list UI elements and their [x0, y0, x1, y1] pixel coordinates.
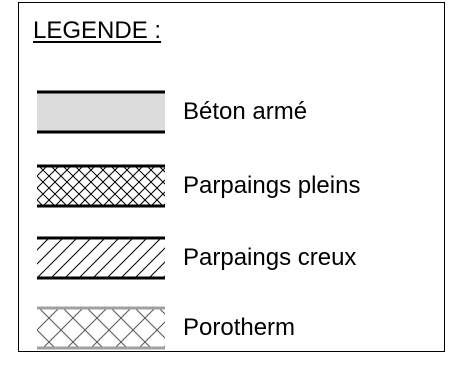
- legend-box: LEGENDE : Béton armé Parpaings pleins: [18, 2, 445, 352]
- legend-item-parpaings-pleins: Parpaings pleins: [19, 164, 444, 214]
- legend-label-porotherm: Porotherm: [183, 314, 296, 341]
- legend-item-parpaings-creux: Parpaings creux: [19, 236, 444, 286]
- legend-item-porotherm: Porotherm: [19, 306, 444, 356]
- porotherm-hatch: [37, 309, 165, 347]
- legend-label-beton-arme: Béton armé: [183, 98, 308, 125]
- legend-label-parpaings-creux: Parpaings creux: [183, 244, 357, 271]
- porotherm-swatch: [37, 306, 165, 350]
- parpaings-creux-hatch: [37, 239, 165, 277]
- legend-title: LEGENDE :: [33, 17, 162, 44]
- legend-label-parpaings-pleins: Parpaings pleins: [183, 172, 361, 199]
- parpaings-creux-swatch: [37, 236, 165, 280]
- beton-arme-fill: [37, 93, 165, 131]
- beton-arme-swatch: [37, 90, 165, 134]
- parpaings-pleins-swatch: [37, 164, 165, 208]
- legend-item-beton-arme: Béton armé: [19, 90, 444, 140]
- parpaings-pleins-hatch: [37, 167, 165, 205]
